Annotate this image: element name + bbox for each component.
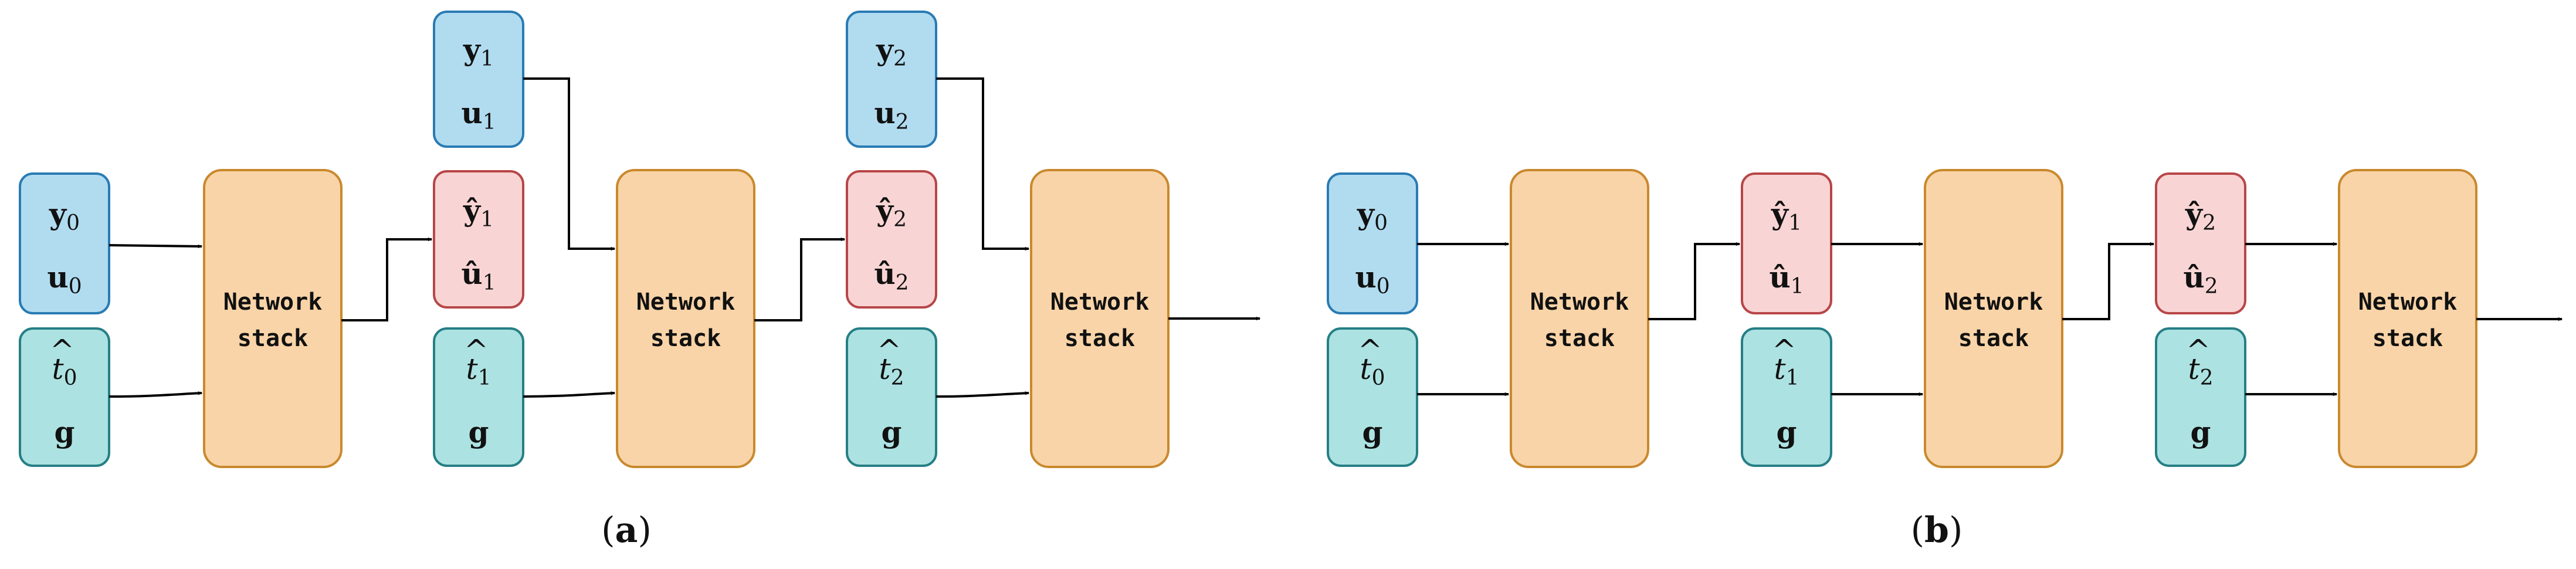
network-stack-a1 — [203, 169, 343, 468]
time-box-0-hat: ^ — [50, 333, 74, 367]
measured-box-1-line1: y1 — [463, 32, 494, 71]
network-stack-a3 — [1030, 169, 1170, 468]
network-stack-a1-label1: Network — [223, 289, 323, 316]
predicted-box-2-line2: û2 — [874, 256, 909, 295]
measured-box-0-line1: y0 — [49, 197, 80, 235]
measured-box-1-line2: u1 — [461, 96, 496, 134]
measured-box-b0-line2: u0 — [1355, 260, 1389, 299]
caption-b: (b) — [1911, 510, 1963, 551]
time-box-b0-hat: ^ — [1358, 333, 1382, 367]
edge-a-meas1-net2 — [523, 77, 616, 251]
network-stack-b1-label1: Network — [1530, 289, 1629, 316]
time-box-1-hat: ^ — [464, 333, 489, 367]
edge-a-net2-pred2 — [754, 237, 846, 321]
time-box-b2-line1: t2 — [2188, 352, 2214, 390]
time-box-b1-line1: t1 — [1774, 352, 1799, 390]
time-box-b2-hat: ^ — [2186, 333, 2211, 367]
predicted-box-b1-line1: ŷ1 — [1771, 197, 1802, 235]
network-stack-a2-label2: stack — [650, 325, 721, 352]
edge-a-time2-net3 — [936, 391, 1030, 398]
network-stack-b3-label2: stack — [2372, 325, 2443, 352]
time-box-2-hat: ^ — [877, 333, 901, 367]
predicted-box-b2-line1: ŷ2 — [2185, 197, 2216, 235]
network-stack-b2-label2: stack — [1958, 325, 2029, 352]
measured-box-2-line2: u2 — [874, 96, 909, 134]
time-box-b1-hat: ^ — [1772, 333, 1797, 367]
time-box-b0-line2: g — [1362, 415, 1383, 449]
time-box-b2-line2: g — [2191, 415, 2211, 449]
network-stack-b3 — [2338, 169, 2477, 468]
edge-a-net1-pred1 — [341, 237, 433, 321]
predicted-box-2-line1: ŷ2 — [876, 193, 907, 232]
panel-b: y0 u0 t0 ^ g Network stack ŷ1 û1 t1 ^ g … — [1327, 169, 2563, 551]
time-box-0-line1: t0 — [52, 352, 77, 390]
time-box-b2 — [2155, 327, 2246, 467]
network-stack-b2 — [1924, 169, 2063, 468]
network-stack-a1-label2: stack — [238, 325, 308, 352]
network-stack-b1 — [1510, 169, 1649, 468]
predicted-box-1-line1: ŷ1 — [463, 193, 494, 232]
time-box-b0 — [1327, 327, 1418, 467]
predicted-box-1 — [433, 170, 524, 309]
measured-box-0-line2: u0 — [47, 260, 82, 299]
caption-a: (a) — [601, 510, 652, 551]
measured-box-b0-line1: y0 — [1357, 197, 1388, 235]
network-stack-a2-label1: Network — [636, 289, 735, 316]
time-box-1-line1: t1 — [466, 352, 492, 390]
time-box-b1 — [1741, 327, 1832, 467]
predicted-box-1-line2: û1 — [461, 256, 496, 295]
time-box-b1-line2: g — [1777, 415, 1797, 449]
predicted-box-2 — [846, 170, 937, 309]
edge-b-net1-pred1 — [1648, 242, 1741, 320]
network-stack-b2-label1: Network — [1944, 289, 2043, 316]
time-box-0-line2: g — [55, 415, 75, 449]
network-stack-a3-label2: stack — [1065, 325, 1135, 352]
network-stack-b1-label2: stack — [1544, 325, 1615, 352]
predicted-box-b1-line2: û1 — [1769, 260, 1804, 299]
predicted-box-b2-line2: û2 — [2183, 260, 2218, 299]
network-stack-a3-label1: Network — [1050, 289, 1150, 316]
panel-a: y0 u0 t0 ^ g Network stack y1 u1 ŷ1 û1 t… — [19, 11, 1261, 551]
edge-b-net2-pred2 — [2062, 242, 2155, 320]
measured-box-2-line1: y2 — [876, 32, 907, 71]
time-box-2-line1: t2 — [879, 352, 904, 390]
time-box-1-line2: g — [469, 415, 489, 449]
time-box-b0-line1: t0 — [1360, 352, 1385, 390]
edge-a-time0-net1 — [109, 391, 203, 398]
measured-box-0 — [19, 172, 110, 314]
edge-a-measured0-net1 — [109, 244, 203, 249]
network-stack-b3-label1: Network — [2358, 289, 2458, 316]
edge-a-meas2-net3 — [936, 77, 1030, 251]
edge-a-time1-net2 — [523, 391, 616, 398]
network-stack-a2 — [616, 169, 755, 468]
time-box-2-line2: g — [882, 415, 902, 449]
